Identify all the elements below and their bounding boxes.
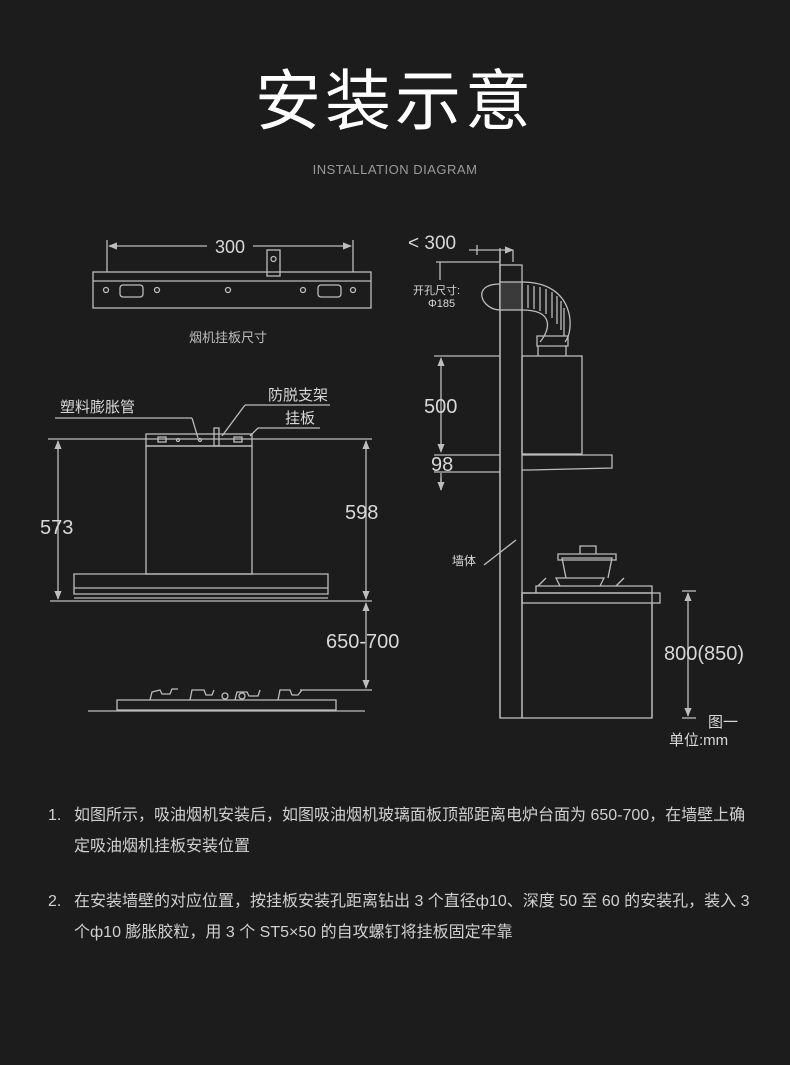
dimension-573: 573: [40, 517, 73, 539]
dimension-598: 598: [345, 502, 378, 524]
bracket-drawing: [92, 240, 372, 309]
unit-label: 单位:mm: [669, 732, 728, 749]
note-number: 2.: [48, 893, 62, 910]
hole-size-label: 开孔尺寸:: [413, 283, 460, 297]
page-subtitle: INSTALLATION DIAGRAM: [312, 162, 478, 177]
note-text: 在安装墙壁的对应位置，按挂板安装孔距离钻出 3 个直径ф10、深度 50 至 6…: [74, 893, 750, 941]
label-expansion-pipe: 塑料膨胀管: [60, 399, 135, 416]
dimension-98: 98: [431, 454, 453, 476]
dimension-less-than-300: < 300: [408, 233, 456, 254]
bracket-width-label: 300: [215, 237, 245, 257]
note-item: 1. 如图所示，吸油烟机安装后，如图吸油烟机玻璃面板顶部距离电炉台面为 650-…: [48, 800, 758, 862]
side-view-drawing: [434, 245, 696, 719]
note-item: 2. 在安装墙壁的对应位置，按挂板安装孔距离钻出 3 个直径ф10、深度 50 …: [48, 886, 758, 948]
label-anti-drop-bracket: 防脱支架: [268, 387, 328, 404]
label-hanging-plate: 挂板: [285, 409, 315, 427]
installation-notes: 1. 如图所示，吸油烟机安装后，如图吸油烟机玻璃面板顶部距离电炉台面为 650-…: [48, 800, 758, 972]
bracket-caption: 烟机挂板尺寸: [189, 330, 267, 345]
page-title: 安装示意: [255, 63, 535, 140]
note-number: 1.: [48, 807, 62, 824]
dimension-500: 500: [424, 396, 457, 418]
wall-label: 墙体: [452, 554, 476, 568]
hole-size-value: Φ185: [428, 298, 455, 310]
figure-label: 图一: [708, 714, 738, 731]
dimension-counter-height: 800(850): [664, 643, 744, 665]
installation-diagram: 300 烟机挂板尺寸: [40, 233, 744, 749]
front-view-drawing: [48, 404, 372, 712]
note-text: 如图所示，吸油烟机安装后，如图吸油烟机玻璃面板顶部距离电炉台面为 650-700…: [74, 807, 746, 855]
dimension-650-700: 650-700: [326, 631, 399, 653]
